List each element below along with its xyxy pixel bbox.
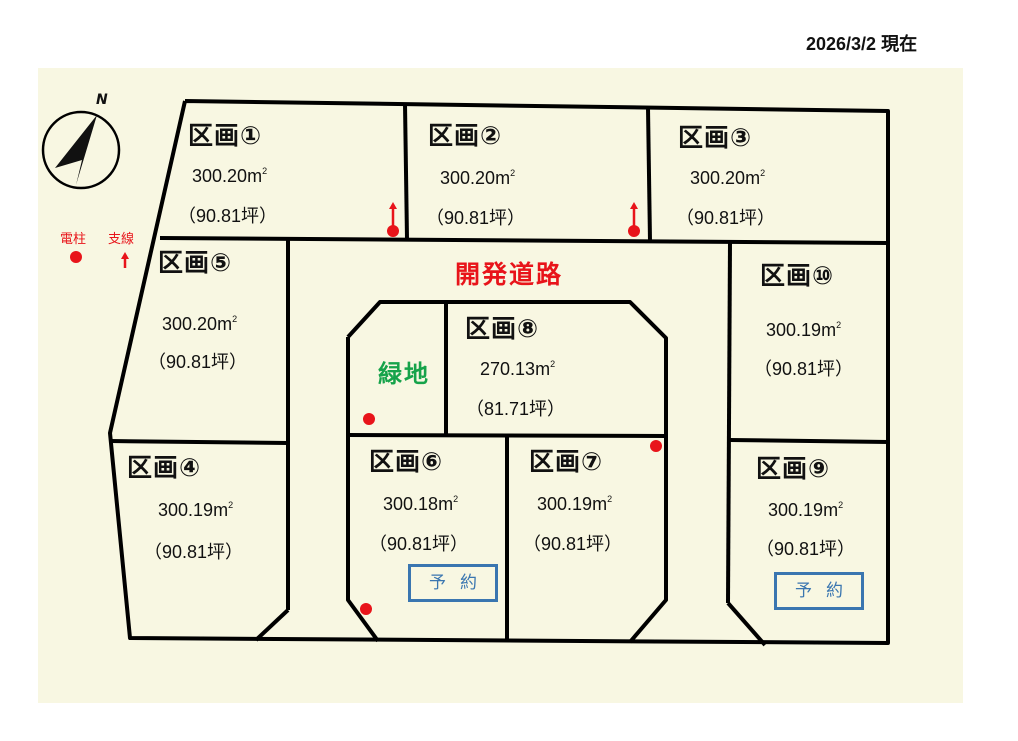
green-space-label: 緑地: [378, 360, 430, 388]
reserved-badge: 予約: [774, 572, 864, 610]
lot-tsubo: （90.81坪）: [178, 206, 278, 226]
lot-area: 300.20m2: [440, 168, 516, 188]
lot-area: 300.19m2: [537, 494, 613, 514]
lot-tsubo: （90.81坪）: [676, 208, 776, 228]
lot-tsubo: （90.81坪）: [754, 359, 854, 379]
lot-title: 区画⑩: [760, 261, 835, 290]
lot-title: 区画⑨: [756, 454, 831, 483]
lot-title: 区画⑧: [465, 314, 540, 343]
lot-title: 区画②: [428, 121, 503, 150]
lot-area: 270.13m2: [480, 359, 556, 379]
legend-pole-label: 電柱: [60, 232, 87, 247]
reserved-badge: 予約: [408, 564, 498, 602]
lot-tsubo: （81.71坪）: [466, 399, 566, 419]
lot-title: 区画④: [127, 453, 202, 482]
lot-tsubo: （90.81坪）: [148, 352, 248, 372]
lot-title: 区画①: [188, 121, 263, 150]
date-label: 2026/3/2 現在: [806, 34, 918, 54]
lot-title: 区画⑦: [529, 447, 604, 476]
lot-tsubo: （90.81坪）: [426, 208, 526, 228]
lot-title: 区画⑤: [158, 248, 233, 277]
lot-area: 300.19m2: [768, 500, 844, 520]
lot-area: 300.20m2: [192, 166, 268, 186]
lot-tsubo: （90.81坪）: [523, 534, 623, 554]
compass-icon: [41, 110, 121, 190]
lot-title: 区画③: [678, 123, 753, 152]
lot-area: 300.20m2: [162, 314, 238, 334]
lot-area: 300.19m2: [766, 320, 842, 340]
lot-tsubo: （90.81坪）: [369, 534, 469, 554]
lot-area: 300.20m2: [690, 168, 766, 188]
lot-title: 区画⑥: [369, 447, 444, 476]
north-label: N: [96, 92, 108, 108]
lot-area: 300.19m2: [158, 500, 234, 520]
legend-guywire-label: 支線: [108, 232, 135, 247]
lot-area: 300.18m2: [383, 494, 459, 514]
lot-tsubo: （90.81坪）: [756, 539, 856, 559]
development-road-label: 開発道路: [455, 260, 564, 289]
lot-tsubo: （90.81坪）: [144, 542, 244, 562]
